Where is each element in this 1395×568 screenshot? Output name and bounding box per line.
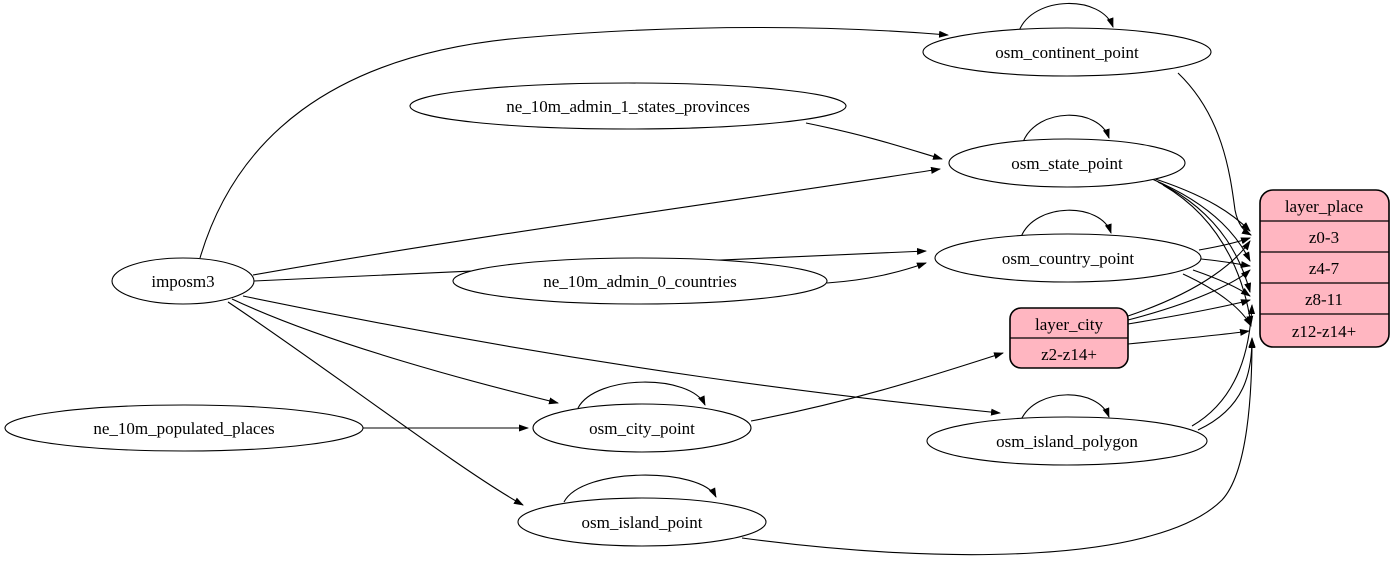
edge-layer_city-layer_place-z4-7: [1127, 269, 1251, 321]
osm_city_point-label: osm_city_point: [589, 419, 695, 438]
edge-osm_state_point-layer_place-z8-11: [1157, 181, 1252, 293]
edge-ne_10m_admin_0_countries-osm_country_point: [826, 262, 927, 284]
node-ne_10m_admin_0_countries: ne_10m_admin_0_countries: [452, 257, 828, 305]
ne_10m_admin_0_countries-label: ne_10m_admin_0_countries: [543, 272, 737, 291]
edge-osm_state_point-layer_place-z4-7: [1151, 178, 1251, 262]
edge-imposm3-osm_city_point: [231, 298, 559, 405]
selfloop-osm_island_point: [563, 474, 717, 503]
edge-layer_city-layer_place-z0-3: [1127, 240, 1251, 317]
imposm3-label: imposm3: [151, 272, 214, 291]
layer_place-row-z12-z14: z12-z14+: [1292, 322, 1356, 341]
imposm3-ellipse: [111, 257, 255, 305]
selfloop-osm_island_polygon: [1020, 394, 1110, 421]
edge-imposm3-osm_continent_point: [199, 26, 949, 259]
layer_place-row-z0-3: z0-3: [1309, 228, 1339, 247]
node-osm_island_polygon: osm_island_polygon: [926, 416, 1208, 466]
selfloop-osm_state_point: [1022, 114, 1110, 143]
osm_island_polygon-ellipse: [926, 416, 1208, 466]
osm_continent_point-ellipse: [922, 27, 1212, 77]
layer_place-row-z8-11: z8-11: [1305, 290, 1343, 309]
edge-layer_city-layer_place-z8-11: [1127, 299, 1251, 325]
node-layer_place: layer_place z0-3 z4-7 z8-11 z12-z14+: [1259, 189, 1390, 348]
selfloop-osm_continent_point: [1018, 2, 1114, 32]
edge-osm_country_point-layer_place-z4-7: [1200, 258, 1251, 268]
node-layer_city: layer_city z2-z14+: [1009, 307, 1129, 369]
edge-imposm3-osm_state_point: [252, 166, 941, 276]
edge-osm_country_point-layer_place-z12-z14: [1182, 273, 1252, 327]
osm_continent_point-label: osm_continent_point: [995, 43, 1139, 62]
osm_island_point-label: osm_island_point: [582, 513, 703, 532]
layer_place-row-z4-7: z4-7: [1309, 259, 1340, 278]
node-osm_island_point: osm_island_point: [517, 497, 767, 547]
ne_10m_admin_1_states_provinces-ellipse: [409, 82, 847, 130]
osm_country_point-ellipse: [934, 233, 1202, 283]
osm_state_point-ellipse: [948, 138, 1186, 188]
edge-osm_continent_point-layer_place-z0-3: [1177, 72, 1252, 236]
ne_10m_admin_0_countries-ellipse: [452, 257, 828, 305]
edge-imposm3-osm_island_polygon: [242, 295, 1001, 416]
osm_island_point-ellipse: [517, 497, 767, 547]
ne_10m_populated_places-ellipse: [4, 404, 364, 452]
node-osm_state_point: osm_state_point: [948, 138, 1186, 188]
node-osm_country_point: osm_country_point: [934, 233, 1202, 283]
edge-osm_state_point-layer_place-z0-3: [1145, 175, 1251, 232]
layer_city-title: layer_city: [1035, 315, 1103, 334]
node-osm_continent_point: osm_continent_point: [922, 27, 1212, 77]
node-ne_10m_admin_1_states_provinces: ne_10m_admin_1_states_provinces: [409, 82, 847, 130]
ne_10m_admin_1_states_provinces-label: ne_10m_admin_1_states_provinces: [506, 97, 750, 116]
ne_10m_populated_places-label: ne_10m_populated_places: [93, 419, 274, 438]
edge-imposm3-osm_island_point: [227, 301, 524, 506]
edge-osm_country_point-layer_place-z0-3: [1198, 237, 1251, 251]
selfloop-osm_city_point: [577, 381, 706, 409]
node-ne_10m_populated_places: ne_10m_populated_places: [4, 404, 364, 452]
osm_city_point-ellipse: [532, 403, 752, 453]
selfloop-osm_country_point: [1020, 209, 1112, 238]
edge-osm_island_polygon-layer_place-z8-11: [1191, 304, 1256, 427]
edge-ne_10m_admin_1_states_provinces-osm_state_point: [805, 122, 943, 160]
osm_island_polygon-label: osm_island_polygon: [996, 432, 1138, 451]
edge-osm_island_point-layer_place-z12-z14: [741, 338, 1256, 556]
osm_state_point-label: osm_state_point: [1011, 154, 1123, 173]
edge-layer_city-layer_place-z12-z14: [1127, 328, 1250, 345]
osm_country_point-label: osm_country_point: [1002, 249, 1134, 268]
node-osm_city_point: osm_city_point: [532, 403, 752, 453]
layer_place-box: [1259, 189, 1390, 348]
edges: [199, 2, 1256, 556]
layer_place-title: layer_place: [1285, 197, 1363, 216]
layer_city-row-z2-z14: z2-z14+: [1041, 345, 1097, 364]
edge-osm_city_point-layer_city-z2-z14: [750, 352, 1004, 422]
node-imposm3: imposm3: [111, 257, 255, 305]
